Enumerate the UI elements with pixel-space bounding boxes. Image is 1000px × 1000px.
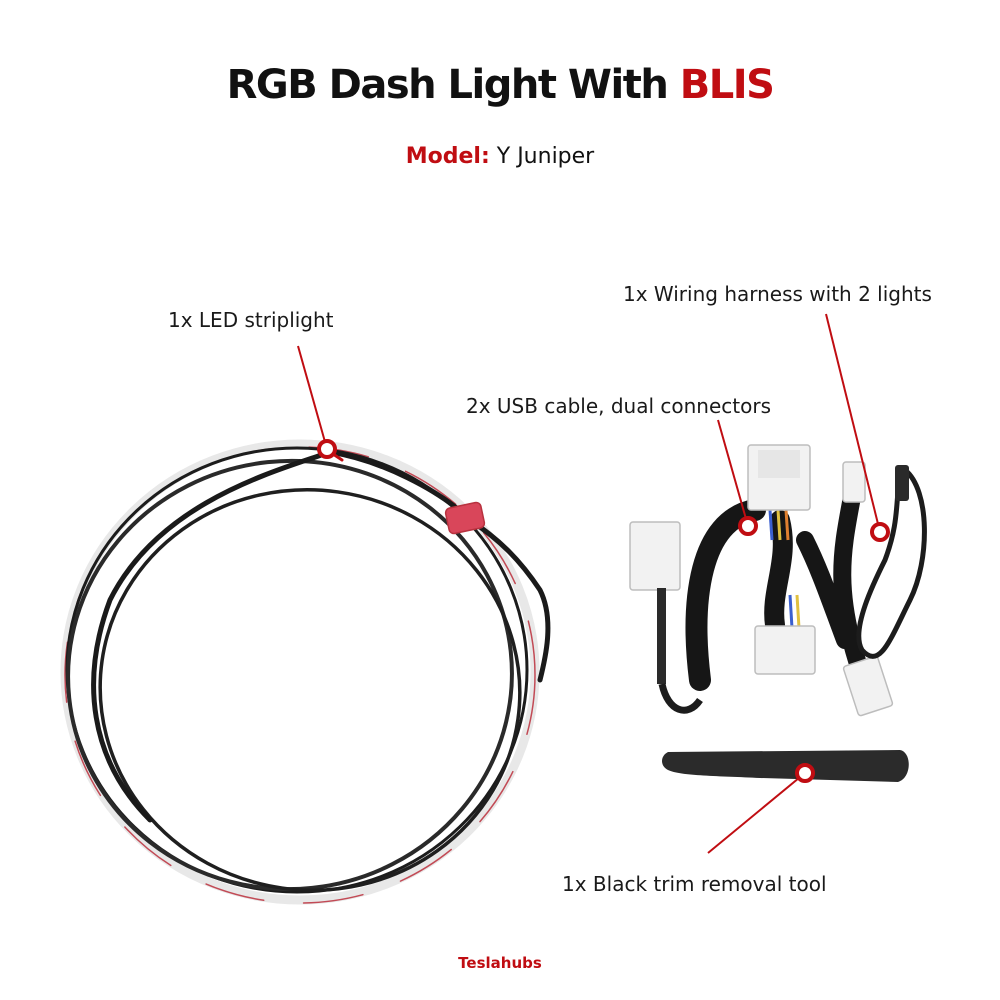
callout-led-striplight: 1x LED striplight xyxy=(168,308,334,332)
callout-dots xyxy=(317,439,890,783)
wiring-harness-image xyxy=(856,465,927,659)
led-striplight-image xyxy=(60,439,551,905)
tool-leader-line xyxy=(707,772,806,854)
page-title: RGB Dash Light With BLIS xyxy=(0,62,1000,108)
harness-leader-line xyxy=(825,313,881,533)
callout-usb-cable: 2x USB cable, dual connectors xyxy=(466,394,771,418)
title-main: RGB Dash Light With xyxy=(226,62,680,108)
tool-callout-dot xyxy=(795,763,815,783)
led-leader-line xyxy=(297,345,328,450)
callout-trim-tool: 1x Black trim removal tool xyxy=(562,872,827,896)
model-label: Model: xyxy=(405,144,490,169)
callout-lines xyxy=(297,313,881,854)
trim-tool-image xyxy=(662,750,909,782)
brand-logo: Teslahubs xyxy=(458,954,542,972)
led-callout-dot xyxy=(317,439,337,459)
usb-cable-image xyxy=(629,444,894,717)
usb-leader-line xyxy=(717,419,749,527)
model-line: Model: Y Juniper xyxy=(0,144,1000,169)
velcro-strap xyxy=(444,501,486,535)
usb-callout-dot xyxy=(738,516,758,536)
model-value: Y Juniper xyxy=(489,144,595,169)
callout-wiring-harness: 1x Wiring harness with 2 lights xyxy=(623,282,932,306)
title-accent: BLIS xyxy=(679,62,775,108)
harness-callout-dot xyxy=(870,522,890,542)
